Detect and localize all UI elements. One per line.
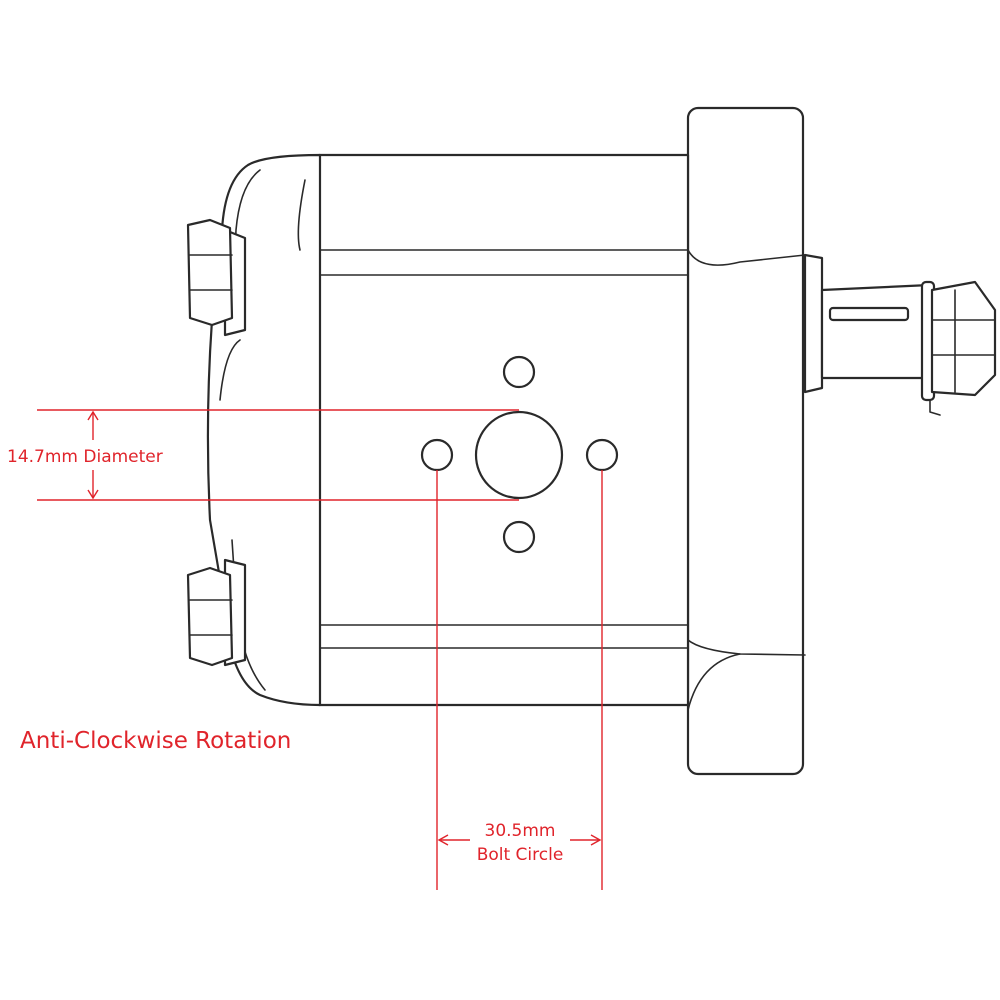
bolt-hole-left — [420, 438, 454, 472]
shaft-key — [828, 306, 910, 322]
bolt-circle-label: Bolt Circle — [477, 845, 564, 865]
diameter-label: 14.7mm Diameter — [7, 447, 163, 467]
mounting-flange — [686, 106, 806, 776]
drive-shaft — [803, 253, 997, 416]
central-port-hole — [474, 410, 564, 500]
bottom-bolt — [186, 558, 247, 667]
top-bolt — [186, 218, 247, 337]
shaft-nut — [930, 280, 997, 397]
bolt-hole-top — [502, 355, 536, 389]
bolt-hole-right — [585, 438, 619, 472]
rotation-label: Anti-Clockwise Rotation — [20, 728, 291, 754]
bolt-hole-bottom — [502, 520, 536, 554]
dimension-annotations: 14.7mm Diameter 30.5mm Bolt Circle Anti-… — [7, 409, 603, 890]
bolt-circle-value: 30.5mm — [485, 821, 556, 841]
port-pattern — [420, 355, 619, 554]
